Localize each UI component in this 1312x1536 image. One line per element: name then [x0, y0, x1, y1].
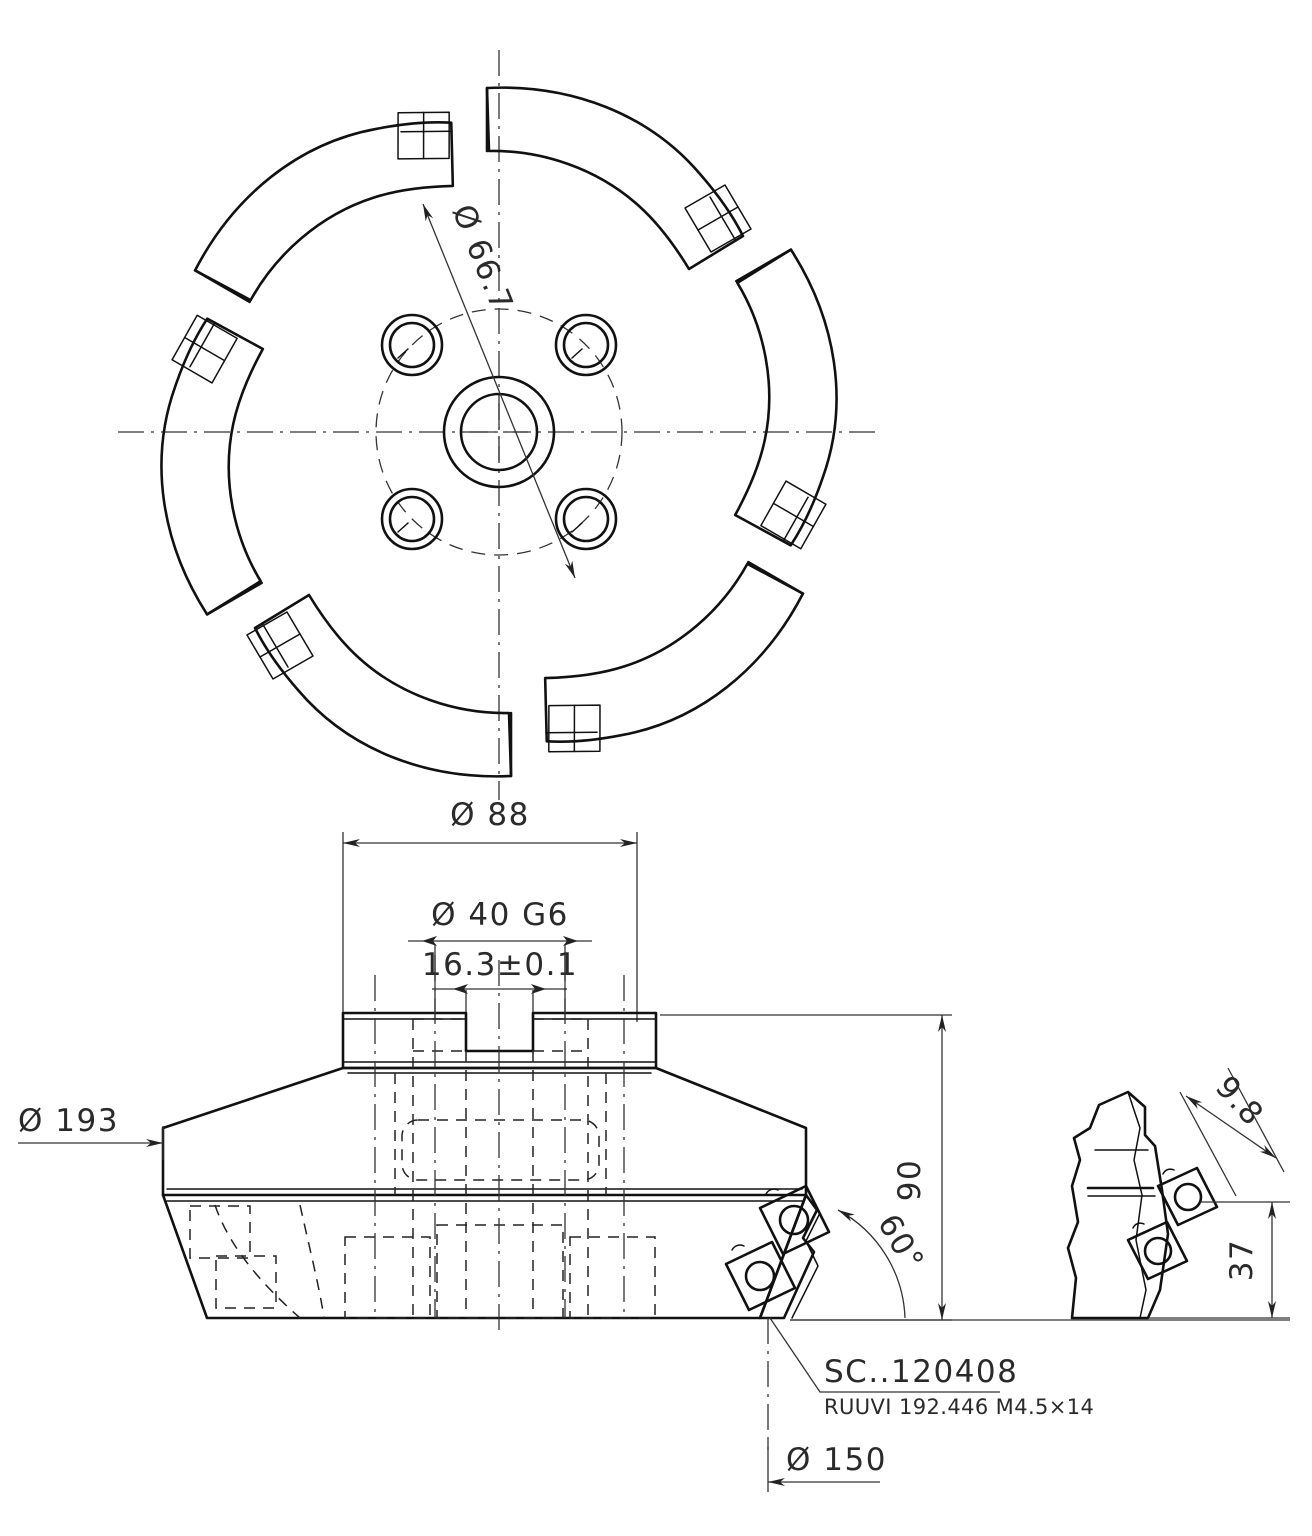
- detail-insert-upper: [1156, 1166, 1219, 1227]
- right-flank-inserts: [724, 1184, 831, 1320]
- dim-keyway-163: 16.3±0.1: [422, 947, 578, 1040]
- callout-line2: RUUVI 192.446 M4.5×14: [824, 1395, 1094, 1419]
- insert-lower: [724, 1240, 797, 1312]
- dim-dia-88: Ø 88: [342, 797, 638, 1022]
- bolt-circle: [375, 308, 623, 556]
- dim-dia-40: Ø 40 G6: [408, 897, 592, 1020]
- callout-line1: SC..120408: [824, 1354, 1018, 1390]
- detail-insert-lower: [1126, 1220, 1189, 1281]
- right-detail-view: 9.8 37: [1066, 1067, 1290, 1320]
- roller-segment: [160, 314, 265, 616]
- dim-dia-88-label: Ø 88: [450, 797, 530, 833]
- roller-segment: [246, 593, 513, 778]
- roller-ring: [160, 86, 838, 778]
- roller-segment: [193, 111, 455, 304]
- dim-dia-193-label: Ø 193: [18, 1103, 119, 1139]
- roller-segment: [733, 248, 838, 550]
- front-view-centerlines: [374, 955, 625, 1336]
- roller-segment: [543, 560, 805, 753]
- dim-dia-150: Ø 150: [767, 1318, 887, 1492]
- dim-len-37: 37: [1148, 1201, 1290, 1319]
- dim-dia-150-label: Ø 150: [786, 1442, 887, 1478]
- dim-angle-60: 60°: [837, 1208, 931, 1319]
- hidden-features: [189, 1019, 656, 1319]
- dim-dia-193: Ø 193: [18, 1103, 164, 1160]
- dim-len-37-label: 37: [1224, 1239, 1260, 1281]
- roller-segment: [485, 86, 752, 271]
- dim-keyway-163-label: 16.3±0.1: [422, 947, 578, 983]
- dim-bolt-circle-label: Ø 66.7: [445, 200, 520, 318]
- bolt-hole: [380, 313, 444, 377]
- dim-height-90-label: 90: [892, 1159, 928, 1201]
- insert-upper: [758, 1184, 831, 1256]
- dim-dia-40-label: Ø 40 G6: [431, 897, 569, 933]
- front-section-view: Ø 88 Ø 40 G6 16.3±0.1: [18, 797, 1290, 1492]
- insert-callout: SC..120408 RUUVI 192.446 M4.5×14: [769, 1317, 1094, 1419]
- dim-bolt-circle: Ø 66.7: [422, 200, 576, 579]
- cutter-body: [161, 1066, 808, 1320]
- bore-center-cross: [470, 403, 528, 461]
- dim-len-98: 9.8: [1179, 1067, 1285, 1197]
- dim-angle-60-label: 60°: [870, 1208, 931, 1277]
- dim-len-98-label: 9.8: [1208, 1069, 1271, 1133]
- plan-view: Ø 66.7: [118, 50, 880, 800]
